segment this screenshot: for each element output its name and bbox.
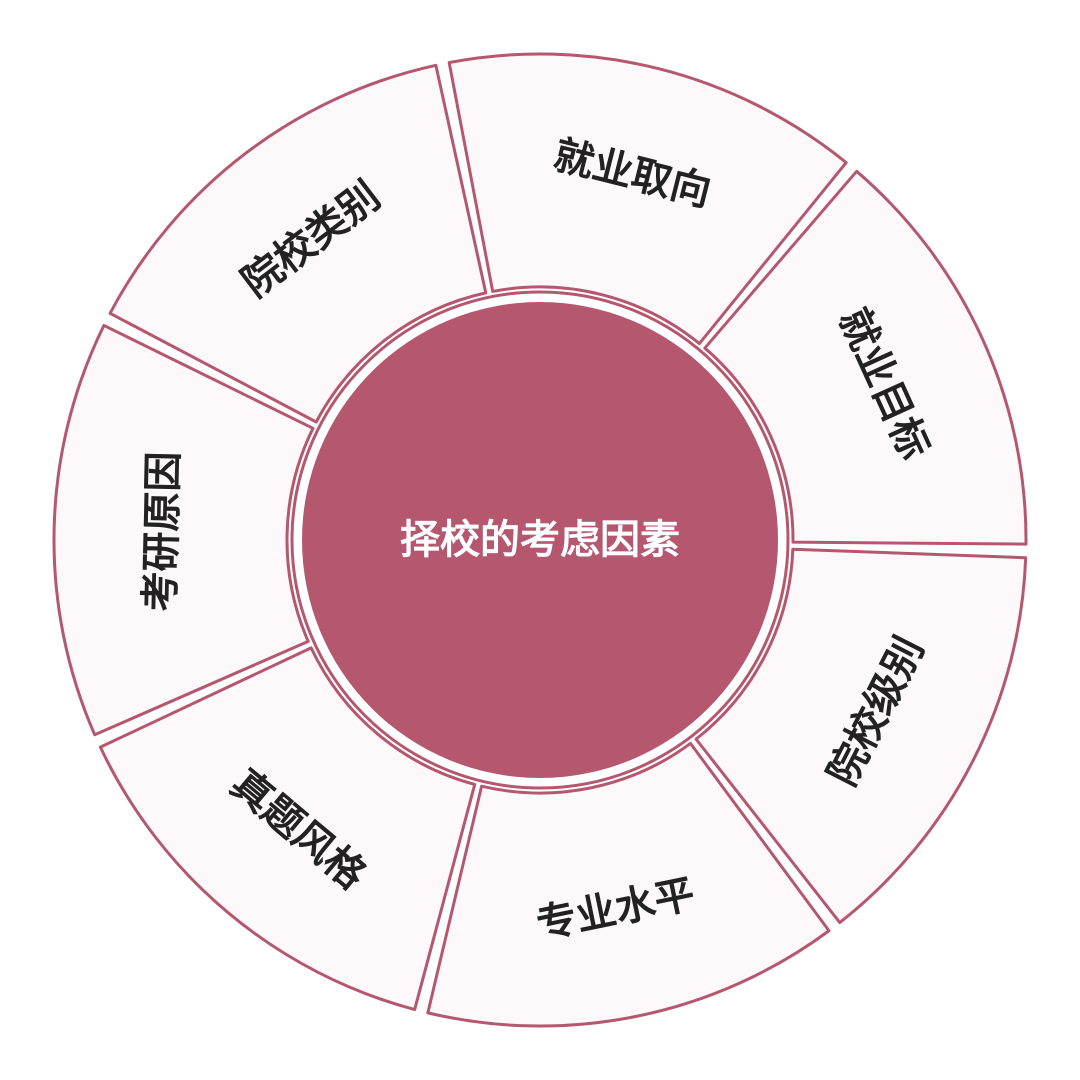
segment-4 <box>694 547 1028 925</box>
segment-7 <box>52 323 315 737</box>
segment-label-7: 考研原因 <box>138 451 188 612</box>
segment-1 <box>108 63 488 424</box>
center-circle <box>302 302 778 778</box>
segment-6 <box>98 646 477 1012</box>
segments-ring <box>52 52 1028 1028</box>
segment-3 <box>703 169 1028 546</box>
center-title: 择校的考虑因素 <box>400 517 680 563</box>
segment-5 <box>426 741 831 1028</box>
segment-2 <box>447 52 848 346</box>
